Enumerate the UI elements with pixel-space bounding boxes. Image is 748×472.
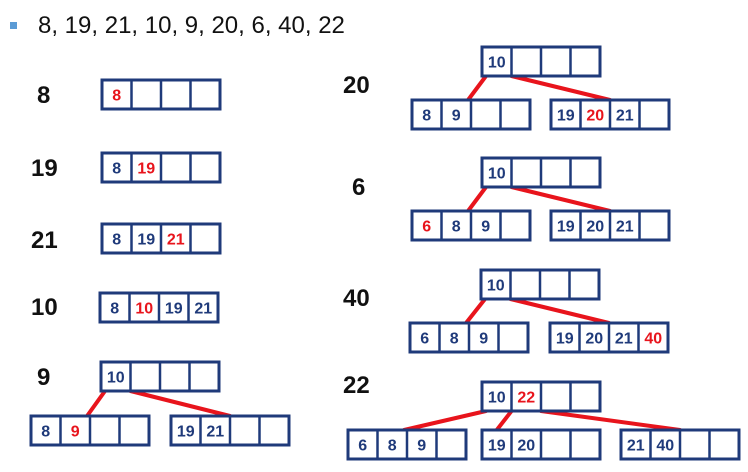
node-key: 19 [557, 219, 575, 236]
tree-edge [466, 185, 488, 213]
node-key: 21 [616, 219, 634, 236]
insertion-sequence: 8, 19, 21, 10, 9, 20, 6, 40, 22 [38, 12, 345, 39]
node-key: 21 [206, 424, 224, 441]
step-2-tree: 8 19 [100, 151, 222, 184]
node-key: 9 [452, 108, 461, 125]
btree-node-left: 6 8 9 [346, 428, 468, 461]
node-key: 8 [112, 232, 121, 249]
node-key: 20 [585, 331, 603, 348]
node-key: 10 [488, 166, 506, 183]
node-key: 10 [487, 278, 505, 295]
node-key: 8 [422, 108, 431, 125]
node-key: 19 [556, 331, 574, 348]
node-key: 9 [479, 331, 488, 348]
inserted-key: 20 [586, 108, 604, 125]
node-key: 20 [586, 219, 604, 236]
step-label-6: 20 [343, 72, 370, 99]
step-4-tree: 8 10 19 21 [98, 291, 220, 324]
node-key: 21 [615, 331, 633, 348]
node-key: 10 [488, 390, 506, 407]
node-key: 19 [177, 424, 195, 441]
node-key: 19 [488, 438, 506, 455]
node-key: 19 [137, 232, 155, 249]
tree-edge [509, 185, 612, 213]
step-label-1: 8 [37, 82, 51, 109]
step-8-tree: 10 6 8 9 19 20 21 40 [408, 268, 670, 354]
inserted-key: 8 [112, 88, 121, 105]
inserted-key: 40 [644, 331, 662, 348]
node-key: 10 [488, 55, 506, 72]
node-key: 8 [41, 424, 50, 441]
node-key: 6 [358, 438, 367, 455]
step-label-5: 9 [37, 364, 51, 391]
node-key: 8 [388, 438, 397, 455]
btree-node-left: 6 8 9 [410, 209, 532, 242]
step-label-4: 10 [31, 294, 58, 321]
node-key: 21 [627, 438, 645, 455]
btree-node-a: 8 19 21 [100, 222, 222, 255]
btree-node-left: 6 8 9 [408, 321, 530, 354]
btree-node-root: 10 [479, 268, 601, 301]
step-1-tree: 8 [100, 78, 222, 111]
btree-node-right: 19 20 21 40 [548, 321, 670, 354]
node-key: 19 [557, 108, 575, 125]
step-label-9: 22 [343, 372, 370, 399]
inserted-key: 19 [137, 161, 155, 178]
inserted-key: 9 [71, 424, 80, 441]
btree-node-a: 8 19 [100, 151, 222, 184]
step-7-tree: 10 6 8 9 19 20 21 [410, 156, 671, 242]
tree-edge [494, 409, 514, 432]
btree-node-a: 8 [100, 78, 222, 111]
node-key: 10 [107, 370, 125, 387]
node-key: 8 [450, 331, 459, 348]
btree-node-right: 21 40 [619, 428, 741, 461]
inserted-key: 21 [167, 232, 185, 249]
node-key: 6 [420, 331, 429, 348]
tree-edge [402, 409, 488, 432]
inserted-key: 6 [422, 219, 431, 236]
btree-node-root: 10 [480, 156, 602, 189]
inserted-key: 10 [135, 301, 153, 318]
node-key: 8 [110, 301, 119, 318]
node-key: 19 [165, 301, 183, 318]
step-3-tree: 8 19 21 [100, 222, 222, 255]
btree-node-root: 10 [99, 360, 221, 393]
step-label-2: 19 [31, 155, 58, 182]
inserted-key: 22 [517, 390, 535, 407]
node-key: 20 [517, 438, 535, 455]
node-key: 8 [452, 219, 461, 236]
tree-edge [508, 297, 611, 325]
btree-node-right: 19 20 21 [549, 209, 671, 242]
step-label-3: 21 [31, 227, 58, 254]
node-key: 9 [417, 438, 426, 455]
bullet-icon [10, 22, 17, 29]
btree-node-root: 10 [480, 45, 602, 78]
tree-edge [128, 389, 232, 418]
node-key: 8 [112, 161, 121, 178]
node-key: 21 [194, 301, 212, 318]
tree-edge [509, 74, 612, 102]
node-key: 9 [481, 219, 490, 236]
tree-edge [539, 409, 682, 432]
tree-edge [85, 389, 107, 418]
btree-node-a: 8 10 19 21 [98, 291, 220, 324]
tree-edge [464, 297, 487, 325]
step-label-7: 6 [352, 174, 366, 201]
btree-node-right: 19 20 21 [549, 98, 671, 131]
node-key: 40 [656, 438, 674, 455]
btree-node-root: 10 22 [480, 380, 602, 413]
step-label-8: 40 [343, 285, 370, 312]
tree-edge [466, 74, 488, 102]
node-key: 21 [616, 108, 634, 125]
